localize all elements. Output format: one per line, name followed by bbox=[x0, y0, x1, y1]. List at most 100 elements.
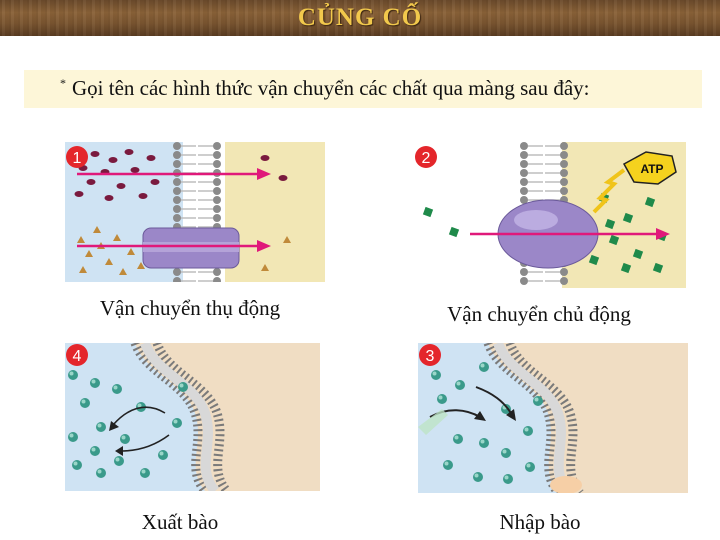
atp-label: ATP bbox=[640, 162, 663, 176]
solute-square bbox=[620, 262, 632, 274]
lipid-head bbox=[173, 187, 181, 195]
vesicle-dot bbox=[501, 448, 511, 458]
lipid-head bbox=[173, 214, 181, 222]
lipid-head bbox=[560, 169, 568, 177]
vesicle-dot bbox=[479, 438, 489, 448]
vesicle-dot bbox=[453, 434, 463, 444]
panel-endocytosis: 3 bbox=[418, 343, 688, 493]
extracellular-region bbox=[418, 343, 558, 493]
arrow-head bbox=[109, 421, 119, 431]
dot-highlight bbox=[432, 371, 437, 376]
endocytosis-illustration: 3 bbox=[418, 343, 688, 493]
lipid-head bbox=[213, 142, 221, 150]
atp-burst-icon bbox=[622, 151, 677, 185]
lipid-head bbox=[173, 277, 181, 282]
solute-square bbox=[588, 254, 600, 266]
dot-highlight bbox=[438, 395, 443, 400]
panel-active-transport: ATP 2 bbox=[414, 142, 686, 288]
vesicle-dot bbox=[120, 434, 130, 444]
dot-highlight bbox=[137, 403, 142, 408]
bullet-mark: * bbox=[60, 76, 66, 90]
solute-dot bbox=[116, 183, 126, 189]
vesicle-dot bbox=[172, 418, 182, 428]
dot-highlight bbox=[480, 439, 485, 444]
release-arrow bbox=[112, 406, 166, 426]
lipid-head bbox=[560, 151, 568, 159]
arrow-head-lower bbox=[257, 240, 271, 252]
vesicle-dot bbox=[68, 432, 78, 442]
dot-highlight bbox=[502, 449, 507, 454]
lipid-head bbox=[213, 205, 221, 213]
vesicle-dot bbox=[533, 396, 543, 406]
vesicle-dot bbox=[525, 462, 535, 472]
vesicle-contents bbox=[68, 370, 188, 478]
dot-highlight bbox=[91, 379, 96, 384]
vesicle-dot bbox=[431, 370, 441, 380]
wood-texture bbox=[0, 0, 720, 36]
vesicle-bud bbox=[550, 476, 582, 493]
vesicle-dot bbox=[80, 398, 90, 408]
vesicle-dot bbox=[473, 472, 483, 482]
lipid-head bbox=[213, 277, 221, 282]
panel-number: 3 bbox=[426, 348, 435, 365]
membrane-outer bbox=[130, 343, 209, 491]
vesicle-dot bbox=[90, 378, 100, 388]
membrane-tails bbox=[140, 343, 220, 491]
lipid-head bbox=[173, 178, 181, 186]
vesicle-dot bbox=[90, 446, 100, 456]
solute-square bbox=[448, 226, 460, 238]
solute-square bbox=[422, 206, 434, 218]
vesicle-dot bbox=[72, 460, 82, 470]
solute-triangle bbox=[137, 262, 145, 269]
lipid-head bbox=[213, 196, 221, 204]
lipid-head bbox=[520, 187, 528, 195]
arrow-head bbox=[506, 409, 516, 421]
dot-highlight bbox=[97, 423, 102, 428]
vesicle-dot bbox=[68, 370, 78, 380]
solute-dot bbox=[138, 193, 148, 199]
dot-highlight bbox=[480, 363, 485, 368]
solute-square bbox=[632, 248, 644, 260]
dot-highlight bbox=[121, 435, 126, 440]
header-bar: CỦNG CỐ bbox=[0, 0, 720, 36]
lipid-head bbox=[213, 160, 221, 168]
dot-highlight bbox=[179, 383, 184, 388]
arrow-head bbox=[656, 228, 670, 240]
lipid-head bbox=[520, 151, 528, 159]
solute-triangle bbox=[79, 266, 87, 273]
solute-dot bbox=[260, 155, 270, 161]
caption-exocytosis: Xuất bào bbox=[141, 510, 219, 534]
dot-highlight bbox=[115, 457, 120, 462]
lipid-head bbox=[520, 178, 528, 186]
solute-molecules bbox=[422, 192, 668, 274]
caption-passive-transport: Vận chuyển thụ động bbox=[99, 296, 281, 320]
membrane-inner bbox=[505, 343, 584, 493]
dot-highlight bbox=[524, 427, 529, 432]
green-streak bbox=[418, 409, 448, 435]
dot-highlight bbox=[69, 371, 74, 376]
solute-dot bbox=[108, 157, 118, 163]
lipid-head bbox=[520, 196, 528, 204]
solute-dot bbox=[74, 191, 84, 197]
lipid-head bbox=[213, 178, 221, 186]
protein-highlight bbox=[514, 210, 558, 230]
vesicle-dot bbox=[158, 450, 168, 460]
question-box: *Gọi tên các hình thức vận chuyển các ch… bbox=[24, 70, 702, 108]
solute-triangle bbox=[261, 264, 269, 271]
lipid-head bbox=[173, 196, 181, 204]
panel-number: 2 bbox=[422, 150, 431, 167]
lipid-head bbox=[213, 187, 221, 195]
dot-highlight bbox=[113, 385, 118, 390]
solute-dot bbox=[86, 179, 96, 185]
lipid-head bbox=[560, 268, 568, 276]
lipid-head bbox=[520, 142, 528, 150]
passive-transport-illustration: 1 bbox=[65, 142, 325, 282]
panel-number: 1 bbox=[73, 150, 82, 167]
vesicle-dot bbox=[112, 384, 122, 394]
lipid-head bbox=[560, 160, 568, 168]
release-arrow-lower bbox=[120, 434, 170, 452]
vesicle-dot bbox=[503, 474, 513, 484]
vesicle-dot bbox=[479, 362, 489, 372]
vesicle-dot bbox=[140, 468, 150, 478]
vesicle-dot bbox=[437, 394, 447, 404]
